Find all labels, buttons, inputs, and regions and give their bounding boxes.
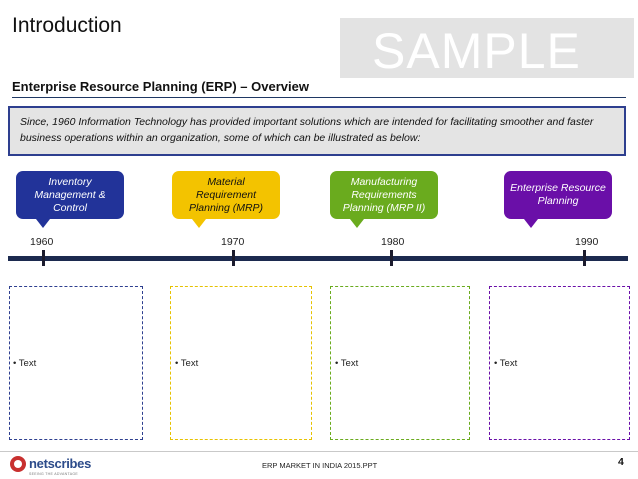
- footer-document-name: ERP MARKET IN INDIA 2015.PPT: [262, 461, 378, 470]
- callout-erp: Enterprise Resource Planning: [504, 171, 612, 228]
- page-number: 4: [618, 456, 624, 468]
- text-box-1970: [170, 286, 312, 440]
- callout-label: Material Requirement Planning (MRP): [188, 175, 264, 214]
- text-box-1980: [330, 286, 470, 440]
- bullet-text: • Text: [335, 358, 359, 369]
- logo-tagline: SEEING THE ADVANTAGE: [29, 472, 78, 476]
- callout-mrp-ii: Manufacturing Requirements Planning (MRP…: [330, 171, 438, 228]
- logo-text: netscribes: [29, 456, 92, 471]
- sample-watermark-box: [340, 18, 634, 78]
- footer-divider: [0, 451, 638, 452]
- callout-pointer: [192, 219, 206, 228]
- slide-subtitle: Enterprise Resource Planning (ERP) – Ove…: [12, 79, 309, 94]
- bullet-text: • Text: [13, 358, 37, 369]
- year-label-1980: 1980: [381, 236, 405, 248]
- subtitle-divider: [12, 97, 626, 98]
- text-box-1990: [489, 286, 630, 440]
- year-label-1990: 1990: [575, 236, 599, 248]
- callout-pointer: [36, 219, 50, 228]
- callout-pointer: [524, 219, 538, 228]
- callout-label: Enterprise Resource Planning: [510, 182, 606, 207]
- bullet-text: • Text: [494, 358, 518, 369]
- intro-text-box: Since, 1960 Information Technology has p…: [8, 106, 626, 156]
- timeline-tick: [232, 250, 235, 266]
- bullet-text: • Text: [175, 358, 199, 369]
- netscribes-logo-icon: [10, 456, 26, 472]
- callout-mrp: Material Requirement Planning (MRP): [172, 171, 280, 228]
- slide-title: Introduction: [12, 14, 122, 37]
- year-label-1960: 1960: [30, 236, 54, 248]
- callout-inventory-management: Inventory Management & Control: [16, 171, 124, 228]
- text-box-1960: [9, 286, 143, 440]
- callout-label: Manufacturing Requirements Planning (MRP…: [342, 175, 426, 214]
- timeline-tick: [390, 250, 393, 266]
- sample-watermark-text: SAMPLE: [372, 23, 581, 79]
- timeline-tick: [583, 250, 586, 266]
- year-label-1970: 1970: [221, 236, 245, 248]
- timeline-tick: [42, 250, 45, 266]
- callout-pointer: [350, 219, 364, 228]
- callout-label: Inventory Management & Control: [34, 175, 106, 214]
- timeline-axis: [8, 256, 628, 261]
